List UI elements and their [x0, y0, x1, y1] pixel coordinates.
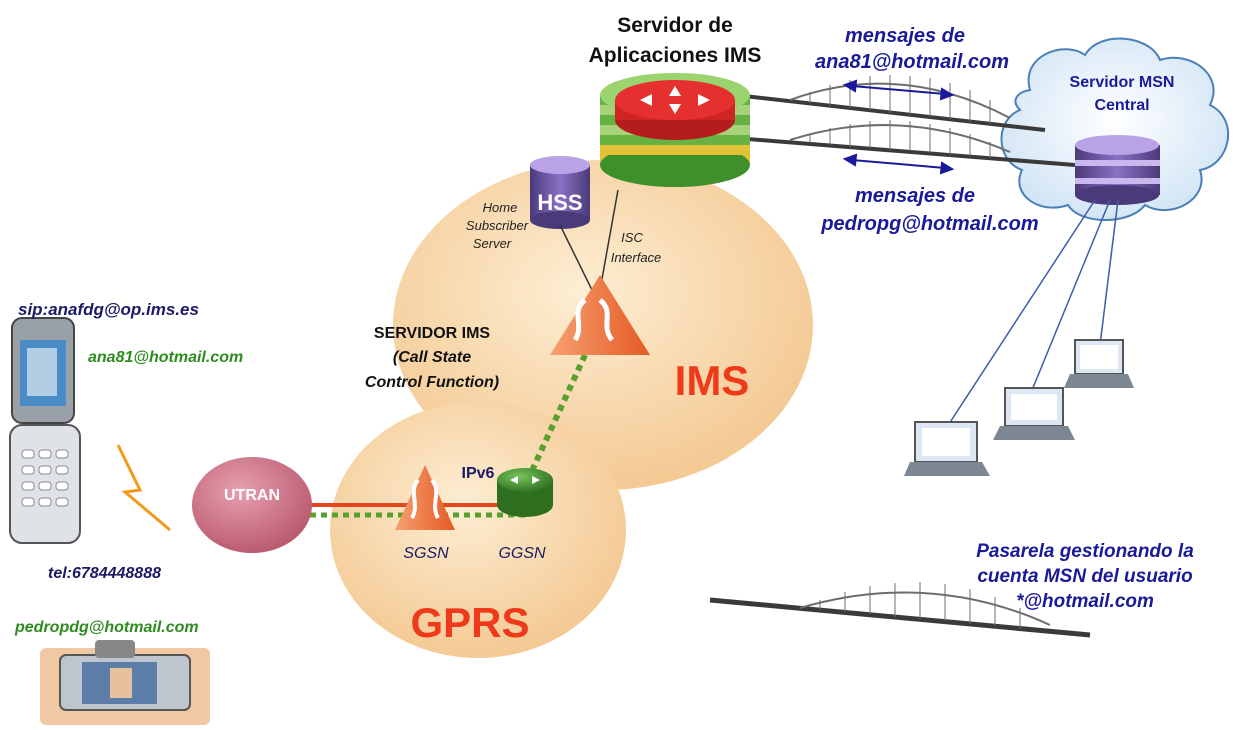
gprs-domain-bubble — [330, 402, 626, 658]
bridge-ana — [734, 75, 1046, 132]
isc-link — [599, 189, 619, 291]
msg-ana-line1: mensajes de — [845, 25, 965, 47]
cscf-node-icon — [550, 275, 650, 355]
hss-desc-line1: Home — [483, 200, 518, 215]
cscf-line3: Control Function) — [365, 374, 499, 391]
arrow-ana-messages — [842, 79, 955, 101]
hss-desc-line2: Subscriber — [466, 218, 529, 233]
hss-desc-line3: Server — [473, 236, 512, 251]
bridge-pedro — [734, 120, 1076, 167]
gateway-bridge-icon — [709, 582, 1091, 638]
app-server-router-icon — [600, 73, 750, 187]
msg-pedro-line1: mensajes de — [855, 185, 975, 207]
gateway-line1: Pasarela gestionando la — [976, 541, 1194, 562]
ana-hotmail: ana81@hotmail.com — [88, 349, 243, 366]
sip-address: sip:anafdg@op.ims.es — [18, 300, 199, 319]
sgsn-node-icon — [395, 465, 455, 530]
cscf-line2: (Call State — [393, 349, 471, 366]
app-server-title-line1: Servidor de — [617, 14, 733, 37]
hss-cscf-link — [559, 224, 593, 291]
gateway-line2: cuenta MSN del usuario — [977, 566, 1192, 587]
msn-server-line2: Central — [1094, 97, 1149, 114]
ipv6-label: IPv6 — [462, 465, 495, 482]
msg-pedro-line2: pedropg@hotmail.com — [820, 213, 1038, 235]
isc-line1: ISC — [621, 230, 643, 245]
isc-line2: Interface — [611, 250, 662, 265]
cscf-line1: SERVIDOR IMS — [374, 325, 491, 342]
msn-laptop-links — [944, 199, 1119, 431]
laptop-1-icon — [904, 421, 990, 476]
pedro-hotmail: pedropdg@hotmail.com — [14, 619, 199, 636]
utran-label: UTRAN — [224, 487, 280, 504]
ims-label: IMS — [675, 357, 750, 404]
sgsn-label: SGSN — [403, 545, 449, 562]
msn-server-line1: Servidor MSN — [1070, 74, 1175, 91]
radio-signal-icon — [116, 444, 171, 532]
ggsn-label: GGSN — [498, 545, 546, 562]
hss-label: HSS — [537, 190, 582, 215]
video-phone-image — [40, 640, 210, 725]
flip-phone-image — [9, 317, 81, 544]
utran-node — [192, 457, 312, 553]
msn-database-icon — [1075, 135, 1160, 205]
gateway-line3: *@hotmail.com — [1016, 591, 1154, 612]
cscf-ggsn-dotted-link — [527, 353, 588, 477]
app-server-title-line2: Aplicaciones IMS — [589, 44, 762, 67]
hss-database-icon: HSS — [530, 156, 590, 229]
arrow-pedro-messages — [842, 153, 955, 175]
laptop-3-icon — [1064, 339, 1134, 388]
gprs-label: GPRS — [410, 599, 529, 646]
laptop-2-icon — [993, 387, 1075, 440]
tel-number: tel:6784448888 — [48, 565, 161, 582]
msg-ana-line2: ana81@hotmail.com — [815, 51, 1009, 73]
ggsn-router-icon — [497, 468, 553, 517]
